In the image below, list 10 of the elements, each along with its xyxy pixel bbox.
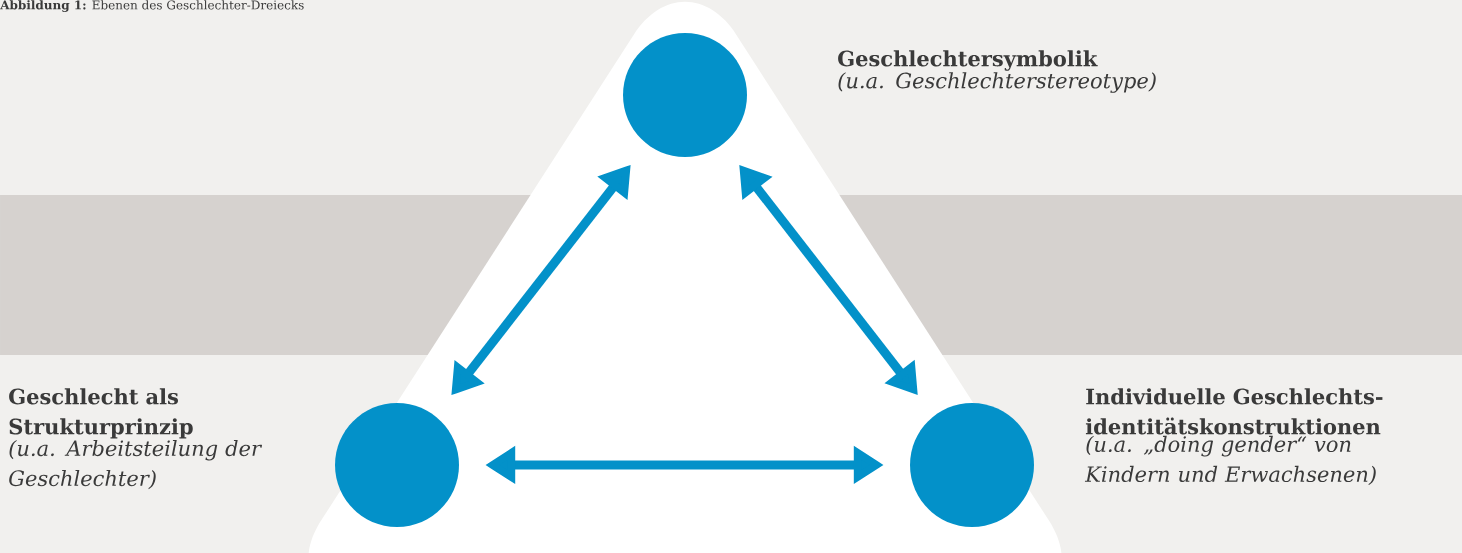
figure-title: Abbildung 1: Ebenen des Geschlechter-Dreiecks [0,0,304,12]
circle-node [623,33,747,157]
description-label: (u.a. „doing gender“ von Kindern und Erwachsenen) [1084,435,1376,486]
circle-node [335,403,459,527]
heading-label: Geschlecht als Strukturprinzip [9,388,193,439]
heading-label: Individuelle Geschlechts-identitätskonstruktionen [1085,388,1383,435]
circle-node [910,403,1034,527]
heading-label: Geschlechtersymbolik [838,50,1098,71]
description-label: (u.a. Arbeitsteilung der Geschlechter) [9,439,263,490]
description-label: (u.a. Geschlechterstereotype) [838,72,1156,93]
